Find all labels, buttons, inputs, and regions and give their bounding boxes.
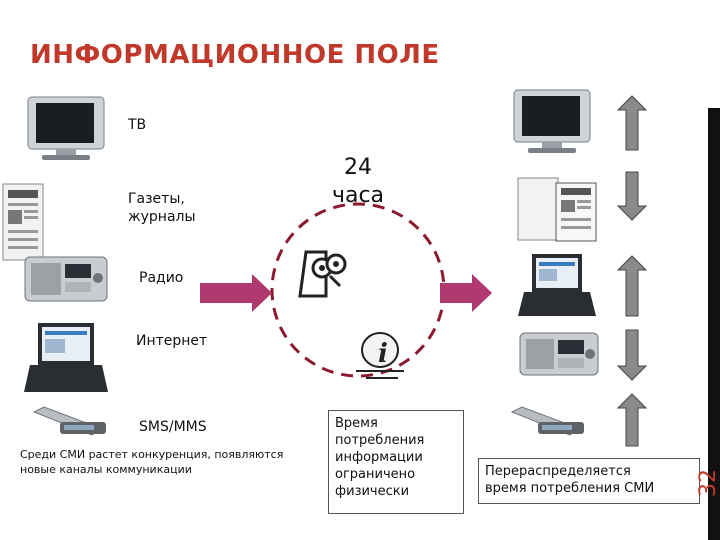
radio-icon (24, 256, 108, 302)
tv-icon (513, 89, 591, 153)
label-press: Газеты, журналы (128, 190, 196, 226)
note-center-line: ограничено (335, 467, 416, 482)
phone-icon (32, 406, 106, 436)
newspaper-icon (517, 177, 597, 242)
hours-label: 24 часа (318, 154, 398, 210)
radio-icon (519, 332, 599, 376)
hours-number: 24 (344, 155, 372, 180)
info-icon: i (356, 332, 404, 379)
up-arrow-icon (616, 95, 648, 151)
label-tv: ТВ (128, 117, 147, 133)
newspaper-icon (2, 183, 44, 261)
laptop-icon (518, 254, 596, 316)
note-center-line: информации (335, 450, 423, 465)
arrow-in-icon (200, 274, 272, 312)
note-competition: Среди СМИ растет конкуренция, появляются… (20, 448, 284, 476)
person-icon (298, 250, 347, 298)
label-radio: Радио (139, 270, 184, 286)
down-arrow-icon (616, 329, 648, 381)
time-circle (270, 202, 446, 378)
label-press-line2: журналы (128, 209, 196, 225)
arrow-out-icon (440, 274, 492, 312)
page-number: 32 (696, 469, 720, 497)
tv-icon (27, 96, 105, 160)
note-time-limited: Время потребления информации ограничено … (328, 410, 464, 514)
label-sms: SMS/MMS (139, 419, 207, 435)
note-center-line: физически (335, 484, 410, 499)
up-arrow-icon (616, 393, 648, 447)
note-right-line: Перераспределяется (485, 464, 631, 479)
label-internet: Интернет (136, 333, 208, 349)
note-redistribution: Перераспределяется время потребления СМИ (478, 458, 700, 504)
hours-unit: часа (331, 183, 385, 208)
page-title: ИНФОРМАЦИОННОЕ ПОЛЕ (30, 40, 440, 70)
svg-text:i: i (378, 339, 388, 369)
label-press-line1: Газеты, (128, 191, 185, 207)
up-arrow-icon (616, 255, 648, 317)
note-center-line: Время (335, 416, 378, 431)
laptop-icon (24, 323, 108, 392)
phone-icon (510, 406, 584, 436)
note-center-line: потребления (335, 433, 425, 448)
note-right-line: время потребления СМИ (485, 481, 655, 496)
down-arrow-icon (616, 171, 648, 221)
side-rule (708, 108, 720, 540)
